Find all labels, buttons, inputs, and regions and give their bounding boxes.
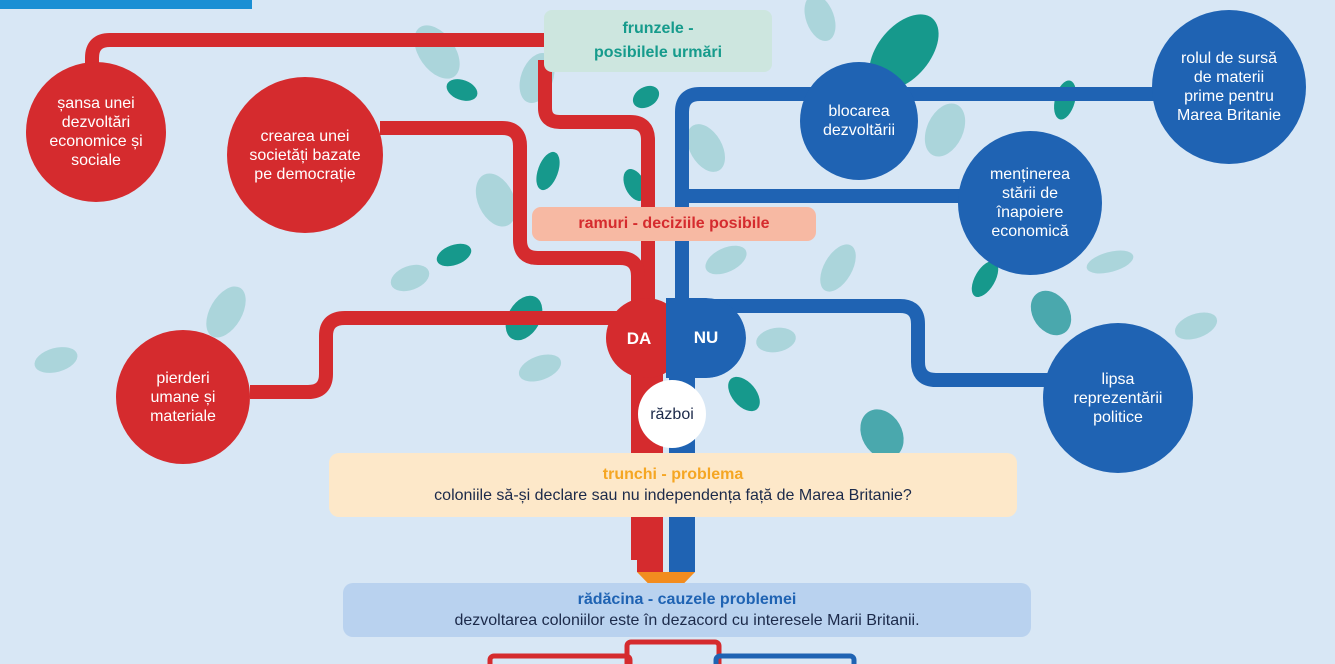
leaf-icon: [1174, 312, 1218, 340]
branches-title: ramuri - deciziile posibile: [578, 215, 770, 232]
no-label: NU: [693, 328, 719, 347]
trunk-text: coloniile să-și declare sau nu independe…: [434, 487, 912, 504]
trunk-label: trunchi - problema coloniile să-și decla…: [329, 453, 1017, 517]
root-title: rădăcina - cauzele problemei: [577, 591, 797, 608]
leaves-subtitle: posibilele urmări: [593, 44, 723, 61]
leaves-label: frunzele - posibilele urmări: [544, 10, 772, 72]
no-node: NU: [666, 298, 746, 378]
leaf-icon: [687, 124, 725, 172]
leaf-icon: [705, 245, 747, 275]
bottom-box-center: [624, 639, 722, 664]
leaf-icon: [860, 409, 904, 459]
leaf-icon: [206, 286, 246, 338]
outcome-nu-political-representation: lipsa reprezentării politice: [1043, 323, 1193, 473]
leaf-icon: [971, 260, 999, 298]
outcome-nu-blocked-development: blocarea dezvoltării: [800, 62, 918, 180]
outcome-nu-economic-backwardness: menținerea stării de înapoiere economică: [958, 131, 1102, 275]
leaf-icon: [518, 354, 562, 382]
branch-line-nu: [688, 299, 1060, 387]
branch-line-nu: [675, 87, 1160, 572]
leaf-icon: [924, 103, 966, 157]
branch-line-da: [250, 311, 630, 399]
bottom-box-blue: [713, 653, 857, 664]
leaf-icon: [475, 173, 517, 227]
branches-label: ramuri - deciziile posibile: [532, 207, 816, 241]
leaf-icon: [632, 85, 660, 109]
leaf-icon: [446, 79, 478, 101]
branch-line-da: [380, 121, 645, 560]
war-node: război: [638, 380, 706, 448]
leaf-icon: [1030, 290, 1072, 336]
yes-label: DA: [626, 328, 652, 348]
leaf-icon: [34, 347, 78, 373]
leaf-icon: [390, 264, 430, 292]
trunk-title: trunchi - problema: [602, 466, 744, 483]
leaf-icon: [804, 0, 836, 42]
outcome-da-democratic-society: crearea unei societăți bazate pe democra…: [227, 77, 383, 233]
root-label: rădăcina - cauzele problemei dezvoltarea…: [343, 583, 1031, 637]
leaf-icon: [728, 376, 760, 412]
leaf-icon: [820, 244, 856, 292]
bottom-box-red: [487, 653, 633, 664]
root-text: dezvoltarea coloniilor este în dezacord …: [454, 612, 920, 629]
corner-accent-bar: [0, 0, 252, 9]
leaf-icon: [414, 25, 460, 79]
leaf-icon: [1086, 250, 1134, 274]
outcome-da-human-material-losses: pierderi umane și materiale: [116, 330, 250, 464]
war-label: război: [650, 405, 694, 423]
outcome-nu-raw-materials-source: rolul de sursă de materii prime pentru M…: [1152, 10, 1306, 164]
outcome-da-economic-development: șansa unei dezvoltări economice și socia…: [26, 62, 166, 202]
leaves-title: frunzele -: [622, 20, 694, 37]
leaf-icon: [623, 169, 647, 201]
leaf-icon: [536, 151, 560, 191]
branch-line-da: [538, 60, 655, 330]
leaf-icon: [756, 327, 796, 353]
branch-line-da: [85, 33, 545, 72]
leaf-icon: [436, 243, 472, 267]
